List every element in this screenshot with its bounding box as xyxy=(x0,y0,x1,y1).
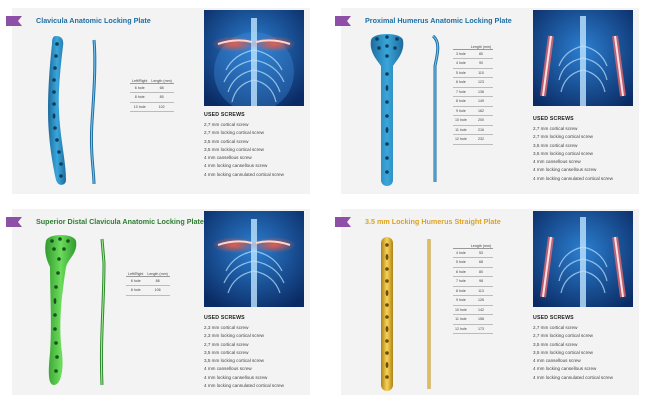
screw-item: 2,7 mm locking cortical screw xyxy=(533,134,593,140)
screw-item: 4 mm locking cannulated cortical screw xyxy=(533,374,613,380)
ribbon-tab-icon xyxy=(6,217,22,227)
used-screws-heading: USED SCREWS xyxy=(533,315,574,321)
card-title: Proximal Humerus Anatomic Locking Plate xyxy=(365,16,512,25)
ribbon-tab-icon xyxy=(335,16,351,26)
screw-item: 2,7 mm cortical screw xyxy=(204,341,249,347)
product-card-superior-distal-clavicula: Superior Distal Clavicula Anatomic Locki… xyxy=(6,209,310,395)
table-header: Length (mm) xyxy=(468,40,494,50)
screw-item: 2,7 mm cortical screw xyxy=(204,122,249,127)
table-header: Length (mm) xyxy=(145,267,170,277)
screw-item: 2,7 mm cortical screw xyxy=(533,126,578,131)
screw-item: 4 mm locking cansellous screw xyxy=(533,167,597,173)
screw-item: 4 mm locking cannulated cortical screw xyxy=(204,383,284,389)
screw-item: 3,5 mm locking cortical screw xyxy=(204,146,264,152)
plate-image xyxy=(42,32,102,188)
screw-item: 3,5 mm cortical screw xyxy=(533,341,578,347)
screw-item: 4 mm locking cansellous screw xyxy=(533,366,597,372)
used-screws-list: USED SCREWS 2,3 mm cortical screw 2,3 mm… xyxy=(204,315,308,390)
screw-item: 4 mm locking cannulated cortical screw xyxy=(533,175,613,181)
screw-item: 3,5 mm cortical screw xyxy=(204,138,249,144)
plate-image xyxy=(367,30,447,190)
screw-item: 2,7 mm locking cortical screw xyxy=(533,333,593,339)
product-card-clavicula: Clavicula Anatomic Locking Plate Left/Ri… xyxy=(6,8,310,194)
screw-item: 2,3 mm cortical screw xyxy=(204,325,249,330)
product-card-proximal-humerus: Proximal Humerus Anatomic Locking Plate … xyxy=(335,8,639,194)
table-header: Length (mm) xyxy=(149,74,174,84)
card-title: Clavicula Anatomic Locking Plate xyxy=(36,16,151,25)
screw-item: 2,7 mm locking cortical screw xyxy=(204,130,264,136)
used-screws-heading: USED SCREWS xyxy=(204,315,245,321)
screw-item: 4 mm cansellous screw xyxy=(204,155,252,161)
used-screws-heading: USED SCREWS xyxy=(533,116,574,122)
table-header: Length (mm) xyxy=(468,239,494,249)
screw-item: 4 mm cansellous screw xyxy=(533,159,581,165)
screw-item: 3,5 mm cortical screw xyxy=(533,142,578,148)
screw-item: 2,7 mm cortical screw xyxy=(533,325,578,330)
used-screws-list: USED SCREWS 2,7 mm cortical screw 2,7 mm… xyxy=(533,116,637,183)
used-screws-list: USED SCREWS 2,7 mm cortical screw 2,7 mm… xyxy=(204,112,308,179)
used-screws-heading: USED SCREWS xyxy=(204,112,245,118)
product-card-humerus-straight: 3.5 mm Locking Humerus Straight Plate Le… xyxy=(335,209,639,395)
card-title: 3.5 mm Locking Humerus Straight Plate xyxy=(365,217,501,226)
table-header: Left/Right xyxy=(126,267,146,277)
screw-item: 3,5 mm locking cortical screw xyxy=(533,349,593,355)
plate-image xyxy=(40,233,110,393)
card-title: Superior Distal Clavicula Anatomic Locki… xyxy=(36,217,204,226)
anatomy-xray-image xyxy=(533,211,633,307)
screw-item: 3,5 mm locking cortical screw xyxy=(533,150,593,156)
anatomy-xray-image xyxy=(204,10,304,106)
plate-image xyxy=(373,233,443,395)
screw-item: 4 mm locking cansellous screw xyxy=(204,374,268,380)
screw-item: 4 mm cansellous screw xyxy=(204,366,252,372)
screw-item: 4 mm locking cansellous screw xyxy=(204,163,268,169)
ribbon-tab-icon xyxy=(335,217,351,227)
screw-item: 2,3 mm locking cortical screw xyxy=(204,333,264,339)
screw-item: 4 mm cansellous screw xyxy=(533,358,581,364)
screw-item: 3,5 mm cortical screw xyxy=(204,349,249,355)
used-screws-list: USED SCREWS 2,7 mm cortical screw 2,7 mm… xyxy=(533,315,637,382)
anatomy-xray-image xyxy=(204,211,304,307)
screw-item: 4 mm locking cannulated cortical screw xyxy=(204,171,284,177)
anatomy-xray-image xyxy=(533,10,633,106)
screw-item: 3,5 mm locking cortical screw xyxy=(204,358,264,364)
ribbon-tab-icon xyxy=(6,16,22,26)
table-header: Left/Right xyxy=(130,74,150,84)
